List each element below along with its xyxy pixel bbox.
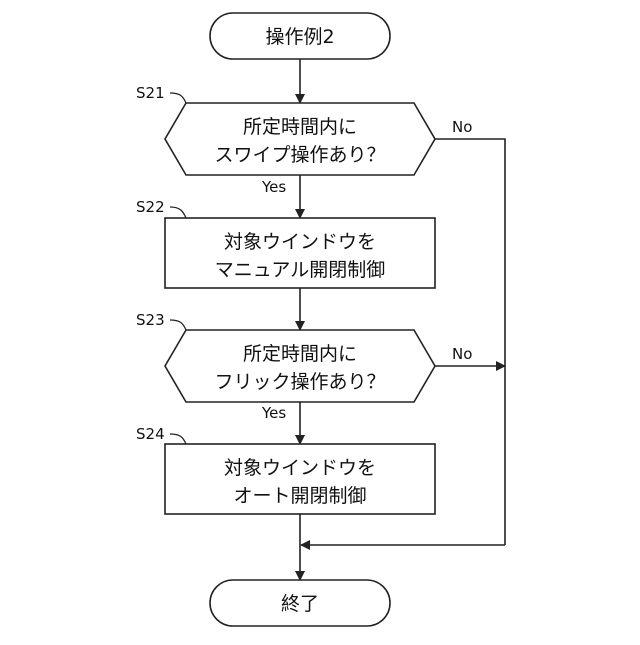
process-s22-line-1: 対象ウインドウを xyxy=(224,231,376,253)
decision-s23: 所定時間内に フリック操作あり？ xyxy=(165,330,435,402)
leader-s21 xyxy=(170,93,186,103)
decision-s21-line-1: 所定時間内に xyxy=(243,116,357,138)
process-s24-line-1: 対象ウインドウを xyxy=(224,457,376,479)
leader-s23 xyxy=(170,320,186,330)
step-label-s22: S22 xyxy=(136,198,165,216)
process-s22: 対象ウインドウを マニュアル開閉制御 xyxy=(165,218,435,288)
decision-s23-line-1: 所定時間内に xyxy=(243,343,357,365)
s23-no-label: No xyxy=(452,345,472,363)
connector-s21-no xyxy=(435,139,505,545)
leader-s24 xyxy=(170,434,186,444)
process-s24-line-2: オート開閉制御 xyxy=(233,485,366,507)
decision-s21-line-2: スワイプ操作あり？ xyxy=(214,144,385,166)
step-label-s23: S23 xyxy=(136,311,165,329)
process-s22-line-2: マニュアル開閉制御 xyxy=(215,259,385,281)
start-terminator: 操作例2 xyxy=(210,13,390,59)
process-s24: 対象ウインドウを オート開閉制御 xyxy=(165,444,435,514)
end-terminator: 終了 xyxy=(210,580,390,626)
step-label-s24: S24 xyxy=(136,425,165,443)
decision-s21: 所定時間内に スワイプ操作あり？ xyxy=(165,103,435,175)
s21-yes-label: Yes xyxy=(261,178,286,196)
decision-s23-line-2: フリック操作あり？ xyxy=(214,371,385,393)
step-label-s21: S21 xyxy=(136,84,165,102)
end-label: 終了 xyxy=(281,593,319,615)
s21-no-label: No xyxy=(452,118,472,136)
start-label: 操作例2 xyxy=(265,26,334,48)
s23-yes-label: Yes xyxy=(261,404,286,422)
leader-s22 xyxy=(170,207,186,218)
